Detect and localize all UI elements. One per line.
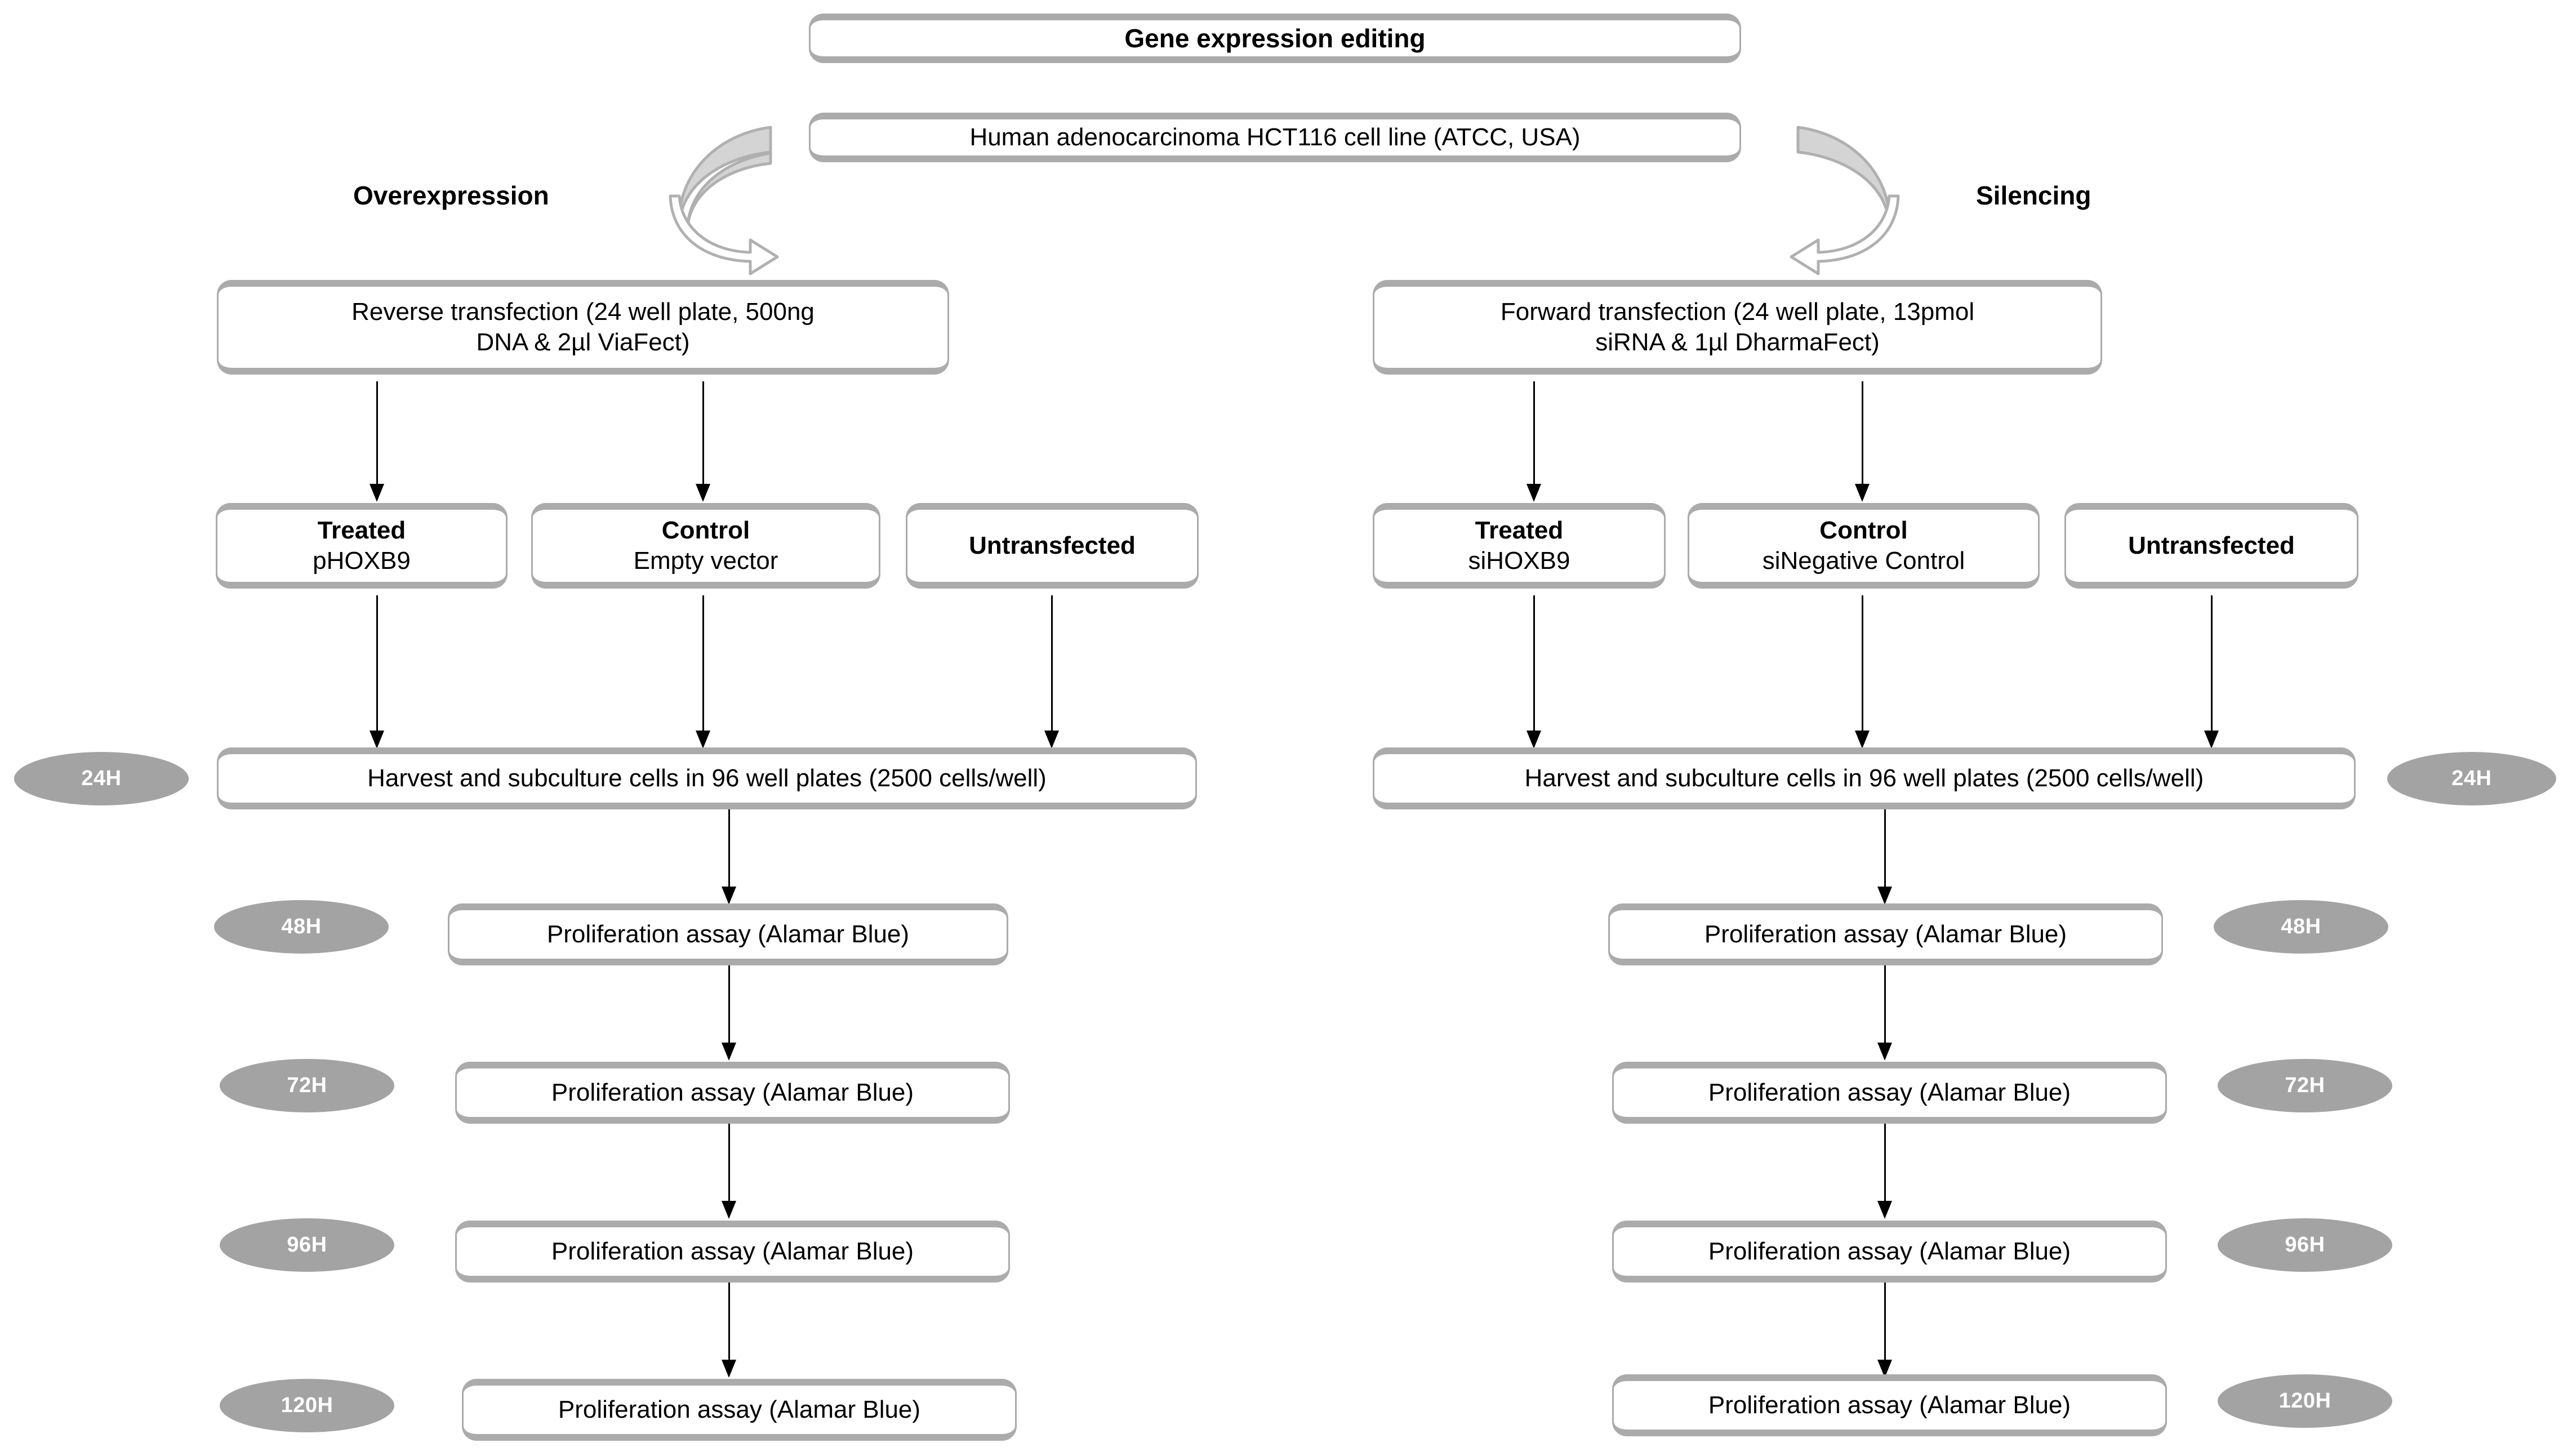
left-harvest-label: Harvest and subculture cells in 96 well … — [367, 764, 1047, 792]
arrowhead-left-assay96 — [722, 1201, 736, 1219]
connector-left-harvest-to-assay48 — [728, 809, 730, 897]
left-assay-label-72h: Proliferation assay (Alamar Blue) — [551, 1079, 914, 1107]
right-condition-control: Control siNegative Control — [1688, 503, 2040, 589]
left-badge-120h: 120H — [220, 1379, 394, 1432]
left-transfection-line1: Reverse transfection (24 well plate, 500… — [351, 298, 815, 326]
arrowhead-right-treated — [1526, 484, 1541, 502]
right-harvest-label: Harvest and subculture cells in 96 well … — [1524, 764, 2204, 792]
left-condition-treated: Treated pHOXB9 — [216, 503, 508, 589]
curved-arrow-right-icon — [1790, 126, 1900, 275]
connector-right-transfection-to-control — [1862, 381, 1863, 494]
connector-right-treated-to-harvest — [1533, 595, 1535, 741]
connector-left-untransfected-to-harvest — [1051, 595, 1053, 741]
right-transfection-box: Forward transfection (24 well plate, 13p… — [1373, 280, 2102, 375]
right-assay-box-48h: Proliferation assay (Alamar Blue) — [1608, 903, 2163, 965]
left-assay-box-72h: Proliferation assay (Alamar Blue) — [455, 1062, 1010, 1124]
connector-right-assay72-to-assay96 — [1884, 1124, 1886, 1211]
title-box: Gene expression editing — [809, 14, 1741, 63]
connector-left-treated-to-harvest — [376, 595, 378, 741]
branch-label-silencing: Silencing — [1976, 181, 2091, 210]
arrowhead-right-harvest-3 — [2204, 731, 2219, 749]
left-condition-control-title: Control — [661, 516, 750, 545]
connector-right-harvest-to-assay48 — [1884, 809, 1886, 897]
arrowhead-left-treated — [370, 484, 384, 502]
right-condition-control-subtitle: siNegative Control — [1762, 547, 1965, 575]
left-assay-label-48h: Proliferation assay (Alamar Blue) — [546, 920, 910, 949]
left-badge-96h: 96H — [220, 1218, 394, 1272]
left-assay-box-48h: Proliferation assay (Alamar Blue) — [448, 903, 1008, 965]
left-transfection-line2: DNA & 2µl ViaFect) — [476, 328, 690, 356]
right-badge-48h: 48H — [2214, 900, 2388, 954]
arrowhead-right-harvest-2 — [1855, 731, 1870, 749]
left-assay-box-120h: Proliferation assay (Alamar Blue) — [462, 1379, 1017, 1441]
right-assay-label-72h: Proliferation assay (Alamar Blue) — [1708, 1079, 2071, 1107]
left-condition-control: Control Empty vector — [531, 503, 880, 589]
arrowhead-right-assay72 — [1877, 1043, 1892, 1061]
left-condition-untransfected-title: Untransfected — [969, 532, 1136, 560]
arrowhead-right-assay96 — [1877, 1201, 1892, 1219]
curved-arrow-left-icon — [669, 126, 779, 275]
right-condition-treated-title: Treated — [1475, 516, 1564, 545]
right-transfection-line2: siRNA & 1µl DharmaFect) — [1595, 328, 1880, 356]
arrowhead-left-assay48 — [722, 887, 736, 905]
right-condition-treated: Treated siHOXB9 — [1373, 503, 1666, 589]
left-condition-control-subtitle: Empty vector — [633, 547, 778, 575]
right-assay-box-120h: Proliferation assay (Alamar Blue) — [1612, 1374, 2167, 1436]
right-assay-label-48h: Proliferation assay (Alamar Blue) — [1704, 920, 2067, 949]
arrowhead-left-control — [696, 484, 710, 502]
left-assay-label-120h: Proliferation assay (Alamar Blue) — [558, 1396, 921, 1424]
connector-right-assay96-to-assay120 — [1884, 1283, 1886, 1370]
right-assay-box-96h: Proliferation assay (Alamar Blue) — [1612, 1221, 2167, 1283]
branch-label-overexpression: Overexpression — [353, 181, 549, 210]
left-condition-treated-subtitle: pHOXB9 — [313, 547, 411, 575]
right-assay-label-120h: Proliferation assay (Alamar Blue) — [1708, 1391, 2071, 1419]
right-condition-treated-subtitle: siHOXB9 — [1468, 547, 1570, 575]
connector-left-assay48-to-assay72 — [728, 965, 730, 1053]
arrowhead-right-control — [1855, 484, 1870, 502]
right-badge-24h: 24H — [2387, 752, 2556, 805]
left-harvest-box: Harvest and subculture cells in 96 well … — [217, 747, 1197, 809]
connector-left-transfection-to-treated — [376, 381, 378, 494]
arrowhead-left-assay120 — [722, 1360, 736, 1378]
connector-left-control-to-harvest — [702, 595, 704, 741]
right-badge-96h: 96H — [2218, 1218, 2392, 1272]
arrowhead-right-harvest-1 — [1526, 731, 1541, 749]
right-condition-untransfected: Untransfected — [2064, 503, 2358, 589]
connector-left-assay96-to-assay120 — [728, 1283, 730, 1370]
connector-right-assay48-to-assay72 — [1884, 965, 1886, 1053]
title-box-label: Gene expression editing — [1124, 23, 1426, 53]
connector-right-control-to-harvest — [1862, 595, 1863, 741]
left-assay-box-96h: Proliferation assay (Alamar Blue) — [455, 1221, 1010, 1283]
cellline-box: Human adenocarcinoma HCT116 cell line (A… — [809, 113, 1741, 162]
left-badge-72h: 72H — [220, 1059, 394, 1112]
arrowhead-left-assay72 — [722, 1043, 736, 1061]
left-badge-48h: 48H — [214, 900, 389, 954]
right-transfection-line1: Forward transfection (24 well plate, 13p… — [1500, 298, 1975, 326]
left-transfection-box: Reverse transfection (24 well plate, 500… — [217, 280, 949, 375]
connector-left-transfection-to-control — [702, 381, 704, 494]
right-condition-untransfected-title: Untransfected — [2128, 532, 2295, 560]
arrowhead-left-harvest-3 — [1044, 731, 1059, 749]
connector-right-untransfected-to-harvest — [2211, 595, 2213, 741]
arrowhead-left-harvest-1 — [370, 731, 384, 749]
right-badge-120h: 120H — [2218, 1374, 2392, 1428]
right-badge-72h: 72H — [2218, 1059, 2392, 1112]
right-condition-control-title: Control — [1819, 516, 1908, 545]
arrowhead-right-assay48 — [1877, 887, 1892, 905]
left-badge-24h: 24H — [14, 752, 189, 805]
cellline-box-label: Human adenocarcinoma HCT116 cell line (A… — [969, 123, 1581, 152]
right-assay-box-72h: Proliferation assay (Alamar Blue) — [1612, 1062, 2167, 1124]
connector-left-assay72-to-assay96 — [728, 1124, 730, 1211]
right-assay-label-96h: Proliferation assay (Alamar Blue) — [1708, 1237, 2071, 1266]
left-condition-untransfected: Untransfected — [906, 503, 1199, 589]
right-harvest-box: Harvest and subculture cells in 96 well … — [1373, 747, 2356, 809]
arrowhead-left-harvest-2 — [696, 731, 710, 749]
left-assay-label-96h: Proliferation assay (Alamar Blue) — [551, 1237, 914, 1266]
left-condition-treated-title: Treated — [317, 516, 406, 545]
connector-right-transfection-to-treated — [1533, 381, 1535, 494]
